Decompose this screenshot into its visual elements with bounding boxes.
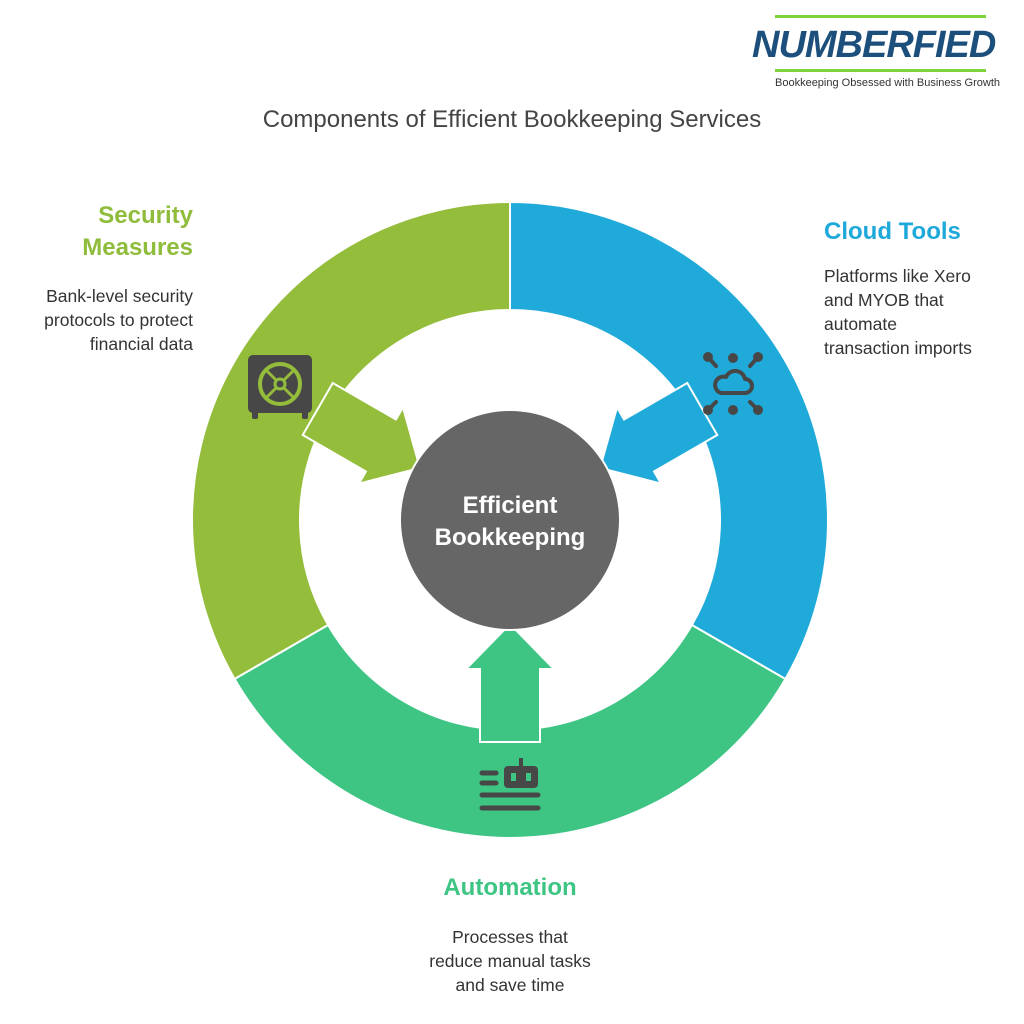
automation-desc-line: and save time bbox=[455, 975, 565, 995]
security-desc-line: Bank-level security bbox=[46, 286, 193, 306]
automation-arrow-shape bbox=[463, 622, 557, 743]
security-arrow bbox=[301, 381, 422, 486]
automation-description: Processes that reduce manual tasks and s… bbox=[0, 925, 1020, 997]
automation-arrow bbox=[463, 622, 557, 743]
cloud-desc-line: and MYOB that bbox=[824, 290, 944, 310]
cloud-desc-line: transaction imports bbox=[824, 338, 972, 358]
cloud-description: Platforms like Xero and MYOB that automa… bbox=[824, 264, 972, 360]
robot-list-icon bbox=[479, 758, 541, 811]
security-heading-line: Security bbox=[98, 202, 193, 229]
safe-icon bbox=[248, 355, 312, 419]
center-line-1: Efficient bbox=[462, 492, 558, 519]
automation-desc-line: reduce manual tasks bbox=[429, 951, 591, 971]
cloud-arrow bbox=[598, 381, 719, 486]
security-ring-segment bbox=[191, 200, 511, 681]
center-line-2: Bookkeeping bbox=[434, 524, 586, 551]
page-title: Components of Efficient Bookkeeping Serv… bbox=[262, 106, 762, 133]
cloud-desc-line: automate bbox=[824, 314, 897, 334]
cloud-desc-line: Platforms like Xero bbox=[824, 266, 971, 286]
cloud-ring-segment bbox=[509, 200, 829, 681]
security-description: Bank-level security protocols to protect… bbox=[44, 284, 193, 356]
cloud-heading: Cloud Tools bbox=[824, 218, 961, 245]
center-circle bbox=[399, 409, 621, 631]
logo-brand: NUMBERFIED bbox=[752, 24, 996, 66]
center-label: Efficient Bookkeeping bbox=[400, 490, 620, 554]
security-heading-line: Measures bbox=[82, 234, 193, 261]
logo-top-line bbox=[775, 15, 986, 18]
automation-heading: Automation bbox=[443, 874, 577, 901]
cloud-arrow-shape bbox=[598, 381, 719, 486]
security-desc-line: protocols to protect bbox=[44, 310, 193, 330]
security-heading: Security Measures bbox=[82, 200, 193, 264]
logo-bottom-line bbox=[775, 69, 986, 72]
automation-desc-line: Processes that bbox=[452, 927, 568, 947]
security-arrow-shape bbox=[301, 381, 422, 486]
security-desc-line: financial data bbox=[89, 334, 193, 354]
cloud-network-icon bbox=[703, 352, 763, 415]
logo-tagline: Bookkeeping Obsessed with Business Growt… bbox=[775, 77, 1001, 89]
